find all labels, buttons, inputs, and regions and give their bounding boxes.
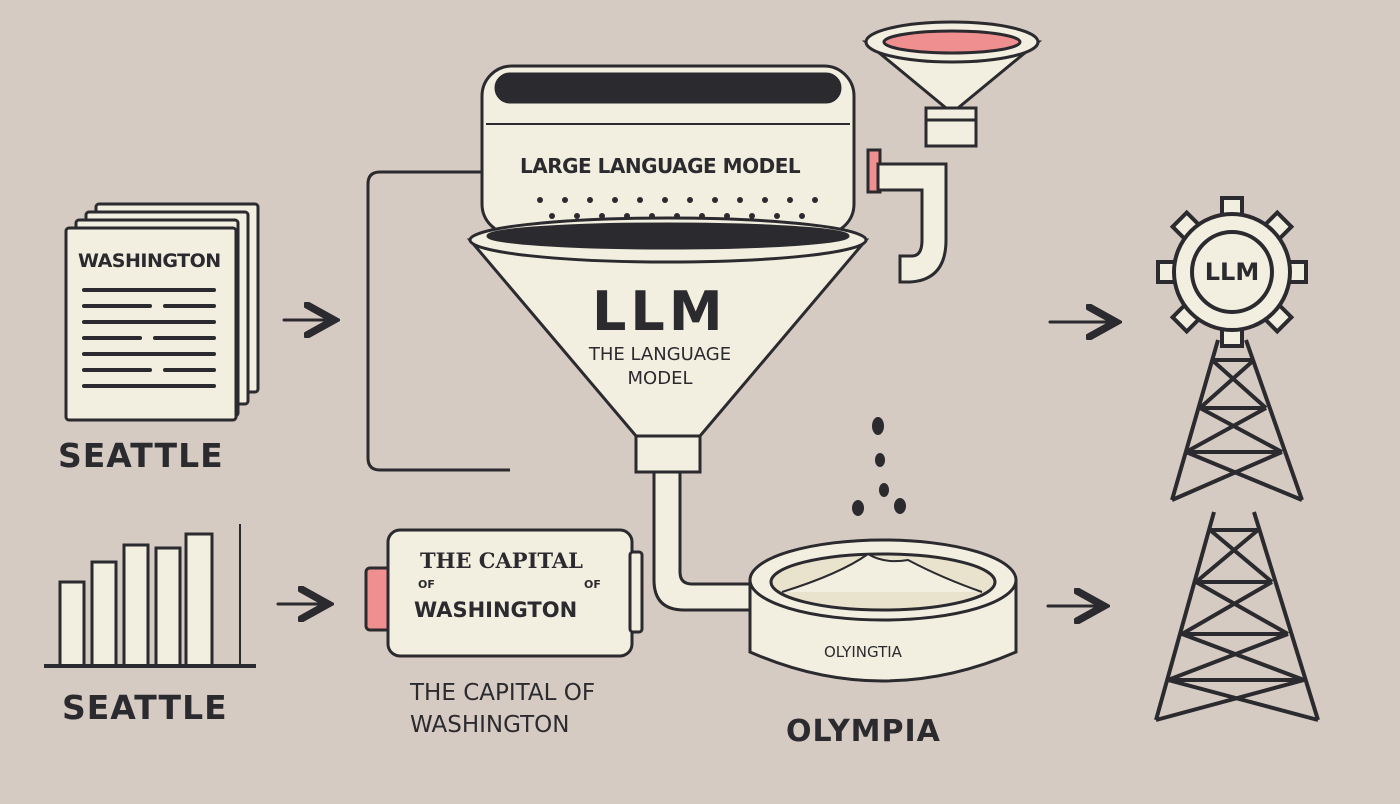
machine-title: LARGE LANGUAGE MODEL: [520, 154, 801, 178]
document-stack-icon: [64, 202, 260, 422]
funnel-title: LLM: [592, 280, 727, 343]
doc-title: WASHINGTON: [78, 250, 221, 272]
side-pipe: [866, 148, 948, 284]
tower-icon: [1154, 511, 1320, 722]
gear-icon: [1156, 196, 1308, 348]
funnel-icon: [861, 20, 1043, 148]
capsule-caption: WASHINGTON: [410, 712, 570, 738]
bar-chart-icon: [44, 524, 256, 668]
funnel-subtitle: MODEL: [627, 368, 693, 389]
connector-line: [366, 170, 510, 472]
dish-icon: [748, 538, 1018, 683]
capsule-text: OF: [584, 578, 601, 591]
capsule-text: THE CAPITAL: [420, 548, 583, 573]
funnel-subtitle: THE LANGUAGE: [588, 344, 732, 365]
gear-label: LLM: [1204, 258, 1260, 286]
capsule-text: WASHINGTON: [414, 598, 578, 622]
funnel-icon: [466, 216, 870, 612]
tower-icon: [1170, 339, 1304, 502]
capsule-text: OF: [418, 578, 435, 591]
seattle-label: SEATTLE: [62, 688, 228, 727]
seattle-label: SEATTLE: [58, 436, 224, 475]
llm-machine: [480, 64, 856, 236]
dish-label: OLYINGTIA: [824, 643, 902, 661]
capsule-icon: [364, 528, 644, 658]
olympia-label: OLYMPIA: [786, 714, 941, 749]
capsule-caption: THE CAPITAL OF: [410, 680, 596, 706]
